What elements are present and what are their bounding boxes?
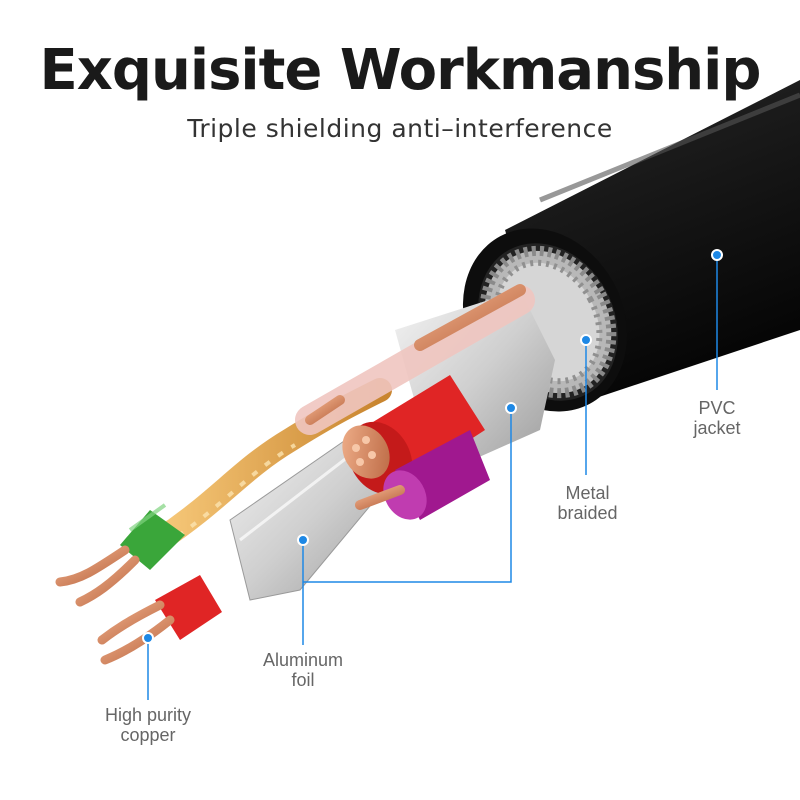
foil-label-line-2: foil xyxy=(291,670,315,690)
copper-callout-dot xyxy=(142,632,154,644)
pvc-label-line-1: PVC xyxy=(698,398,736,418)
high-purity-copper-label: High purity copper xyxy=(88,705,208,745)
copper-label-line-2: copper xyxy=(120,725,176,745)
pvc-jacket-label: PVC jacket xyxy=(672,398,762,438)
page-title: Exquisite Workmanship xyxy=(39,38,762,103)
foil-callout-line-1 xyxy=(303,408,512,583)
callout-dots xyxy=(142,249,723,644)
metal-label-line-2: braided xyxy=(557,503,618,523)
magenta-wire xyxy=(355,430,490,520)
foil-callout-dot-2 xyxy=(297,534,309,546)
pvc-callout-dot xyxy=(711,249,723,261)
metal-braided-label: Metal braided xyxy=(540,483,635,523)
metal-callout-dot xyxy=(580,334,592,346)
aluminum-foil-label: Aluminum foil xyxy=(248,650,358,690)
upper-copper-strands xyxy=(295,284,535,435)
red-wire-small xyxy=(97,575,222,665)
page-subtitle: Triple shielding anti–interference xyxy=(187,114,613,143)
pvc-label-line-2: jacket xyxy=(693,418,741,438)
copper-label-line-1: High purity xyxy=(104,705,192,725)
callout-lines xyxy=(147,255,718,700)
foil-callout-dot-1 xyxy=(505,402,517,414)
green-wire xyxy=(55,503,185,607)
metal-label-line-1: Metal xyxy=(565,483,610,503)
foil-label-line-1: Aluminum xyxy=(262,650,344,670)
